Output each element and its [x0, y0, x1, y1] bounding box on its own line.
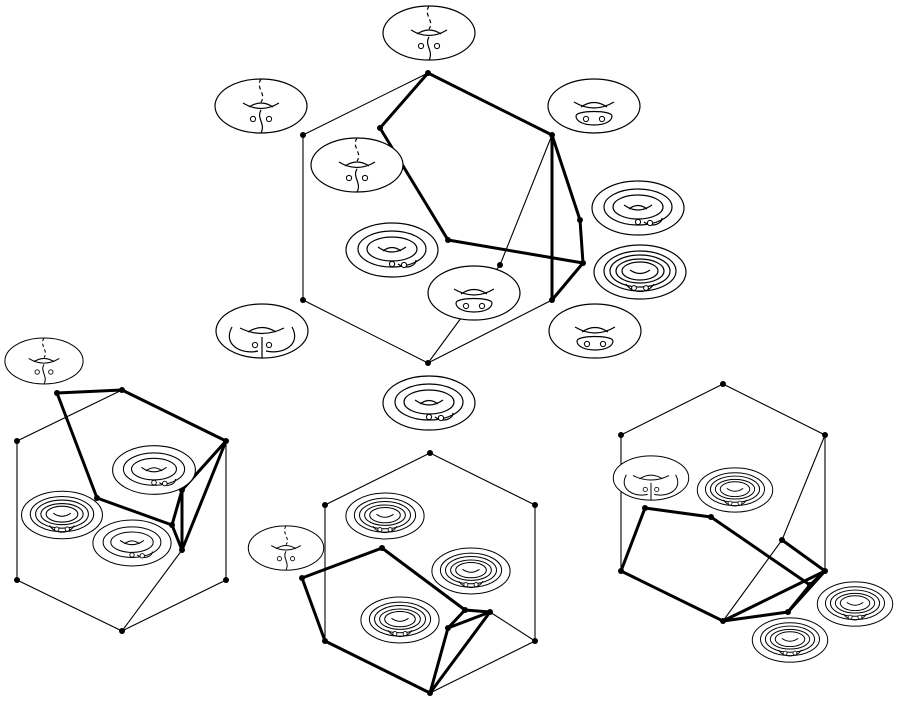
surface-inset	[345, 222, 439, 278]
surface-inset	[547, 78, 641, 134]
surface-inset	[345, 492, 425, 540]
surface-inset	[92, 519, 172, 567]
surface-inset	[593, 244, 687, 300]
highlighted-edge	[447, 610, 491, 630]
surface-inset	[816, 581, 894, 627]
surface-inset	[112, 445, 196, 495]
surface-inset	[696, 467, 774, 513]
bottom-middle-hexagon	[247, 450, 538, 696]
surface-inset	[427, 265, 521, 321]
surface-inset	[751, 617, 829, 663]
inner-edge	[489, 611, 536, 642]
surface-inset	[4, 337, 84, 385]
highlighted-edge	[427, 71, 553, 137]
surface-inset	[360, 596, 440, 644]
surface-inset	[431, 547, 511, 595]
surface-inset	[548, 303, 642, 359]
surface-inset	[214, 78, 308, 134]
surface-inset	[382, 375, 476, 431]
surface-inset	[20, 490, 104, 540]
highlighted-edge	[786, 584, 812, 613]
vertex-points	[299, 450, 538, 696]
vertex-points	[14, 387, 229, 634]
surface-inset	[310, 137, 404, 193]
vertex-points	[618, 381, 828, 624]
inner-edge	[121, 549, 183, 632]
bottom-left-hexagon	[4, 337, 229, 634]
surface-inset	[247, 525, 325, 571]
highlighted-path	[722, 538, 827, 623]
surface-inset	[215, 303, 309, 359]
vertex-points	[300, 70, 586, 366]
surface-inset	[591, 180, 685, 236]
inner-edge	[722, 434, 826, 622]
top-hexagon	[214, 5, 687, 431]
inner-edge	[427, 134, 553, 364]
surface-inset	[612, 455, 690, 501]
surface-inset	[382, 5, 476, 61]
bottom-right-hexagon	[612, 381, 894, 663]
